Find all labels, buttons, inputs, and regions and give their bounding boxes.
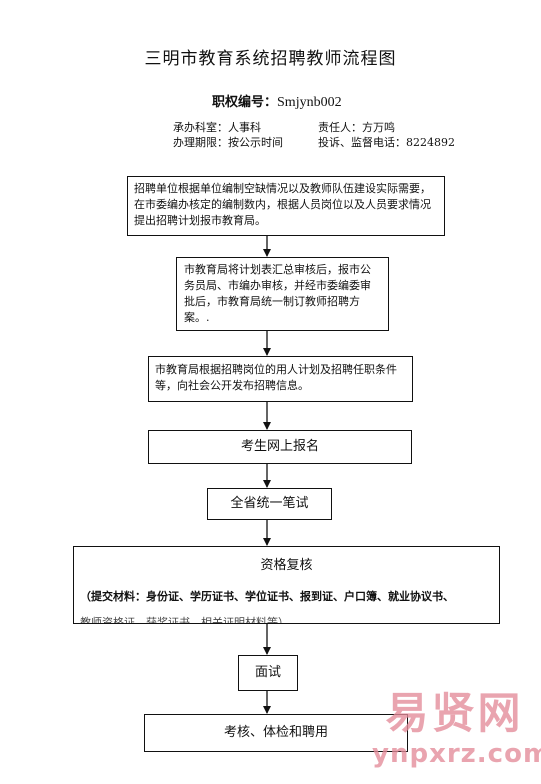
step-6-qualification-review: 资格复核 （提交材料：身份证、学历证书、学位证书、报到证、户口簿、就业协议书、 …	[73, 546, 500, 624]
step-1-plan: 招聘单位根据单位编制空缺情况以及教师队伍建设实际需要，在市委编办核定的编制数内，…	[127, 176, 445, 236]
code-label: 职权编号：	[212, 95, 278, 110]
step-1-text: 招聘单位根据单位编制空缺情况以及教师队伍建设实际需要，在市委编办核定的编制数内，…	[134, 182, 431, 227]
code-row: 职权编号：Smjynb002	[212, 91, 342, 111]
step-7-interview: 面试	[238, 655, 298, 691]
step-5-written-exam: 全省统一笔试	[207, 488, 332, 520]
meta-limit: 办理期限：按公示时间	[173, 136, 283, 149]
watermark-url: ynpxrz.com	[372, 739, 541, 769]
meta-dept: 承办科室：人事科	[173, 121, 261, 134]
step-6-materials: （提交材料：身份证、学历证书、学位证书、报到证、户口簿、就业协议书、	[80, 590, 454, 603]
step-4-registration: 考生网上报名	[148, 430, 412, 464]
step-6-title: 资格复核	[260, 558, 313, 573]
step-2-review: 市教育局将计划表汇总审核后，报市公务员局、市编办审核，并经市委编委审批后，市教育…	[176, 257, 389, 331]
watermark-logo: 易贤网 ynpxrz.com	[372, 688, 541, 780]
step-3-text: 市教育局根据招聘岗位的用人计划及招聘任职条件等，向社会公开发布招聘信息。	[155, 363, 397, 392]
page-title: 三明市教育系统招聘教师流程图	[144, 49, 397, 69]
step-2-text: 市教育局将计划表汇总审核后，报市公务员局、市编办审核，并经市委编委审批后，市教育…	[184, 263, 371, 324]
meta-owner: 责任人：方万鸣	[318, 121, 395, 134]
meta-phone: 投诉、监督电话：8224892	[318, 136, 455, 149]
step-6-materials-cut: 教师资格证、获奖证书、相关证明材料等）	[80, 616, 289, 624]
step-8-assessment: 考核、体检和聘用	[144, 714, 408, 752]
code-value: Smjynb002	[277, 95, 342, 110]
watermark-cn: 易贤网	[385, 689, 524, 739]
step-3-publish: 市教育局根据招聘岗位的用人计划及招聘任职条件等，向社会公开发布招聘信息。	[148, 356, 413, 402]
